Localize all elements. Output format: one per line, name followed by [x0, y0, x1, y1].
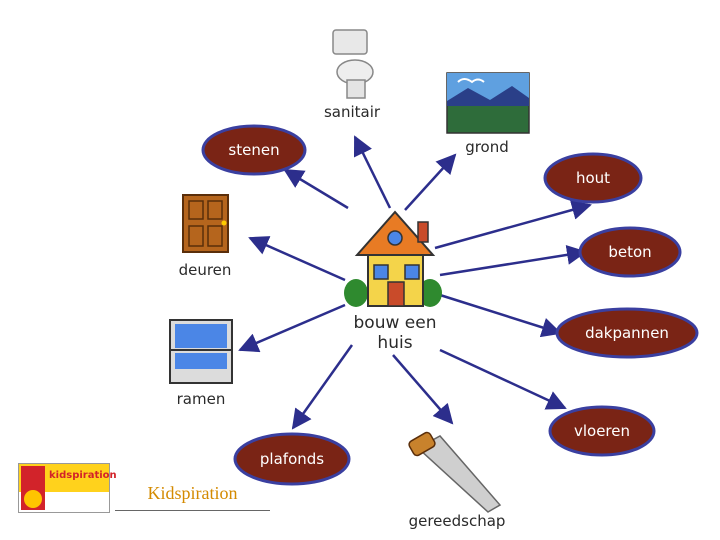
arrow-deuren	[248, 236, 346, 282]
node-stenen: stenen	[201, 124, 307, 176]
node-deuren: deuren	[179, 194, 232, 279]
arrow-vloeren	[439, 348, 567, 410]
arrow-beton	[439, 244, 587, 277]
arrow-plafonds	[291, 344, 354, 430]
arrow-grond	[404, 153, 457, 211]
window-icon	[169, 319, 233, 384]
toilet-icon	[332, 29, 374, 99]
arrows	[238, 135, 592, 430]
node-label: grond	[465, 138, 509, 156]
node-hout: hout	[543, 152, 643, 204]
node-plafonds: plafonds	[233, 432, 351, 486]
node-label: plafonds	[260, 450, 324, 468]
arrow-ramen	[238, 303, 346, 353]
kidspiration-logo: kidspiration	[18, 463, 117, 513]
arrow-gereedschap	[392, 354, 454, 425]
node-label: stenen	[228, 141, 279, 159]
node-label: beton	[608, 243, 651, 261]
node-label: ramen	[177, 390, 226, 408]
house-icon	[344, 210, 442, 307]
arrow-dakpannen	[439, 293, 562, 338]
node-label: dakpannen	[585, 324, 669, 342]
node-grond: grond	[446, 72, 530, 156]
node-label: hout	[576, 169, 610, 187]
node-vloeren: vloeren	[548, 405, 656, 457]
node-beton: beton	[578, 226, 682, 278]
center-label-line2: huis	[377, 333, 412, 353]
footer-caption: Kidspiration	[115, 483, 270, 511]
node-ramen: ramen	[169, 319, 233, 408]
node-label: sanitair	[324, 103, 381, 121]
node-label: vloeren	[574, 422, 630, 440]
logo-mascot-icon	[21, 466, 45, 510]
arrow-sanitair	[353, 135, 392, 209]
saw-icon	[408, 431, 502, 513]
center-label-line1: bouw een	[354, 313, 437, 333]
node-label: gereedschap	[409, 512, 506, 530]
node-dakpannen: dakpannen	[555, 307, 699, 359]
arrow-stenen	[283, 168, 349, 210]
landscape-icon	[446, 72, 530, 134]
arrow-hout	[434, 200, 592, 250]
node-gereedschap: gereedschap	[408, 431, 506, 530]
node-sanitair: sanitair	[324, 29, 381, 121]
node-label: deuren	[179, 261, 232, 279]
logo-text: kidspiration	[49, 470, 117, 481]
node-bouw-een-huis: bouw een huis	[344, 210, 442, 353]
door-icon	[182, 194, 229, 253]
